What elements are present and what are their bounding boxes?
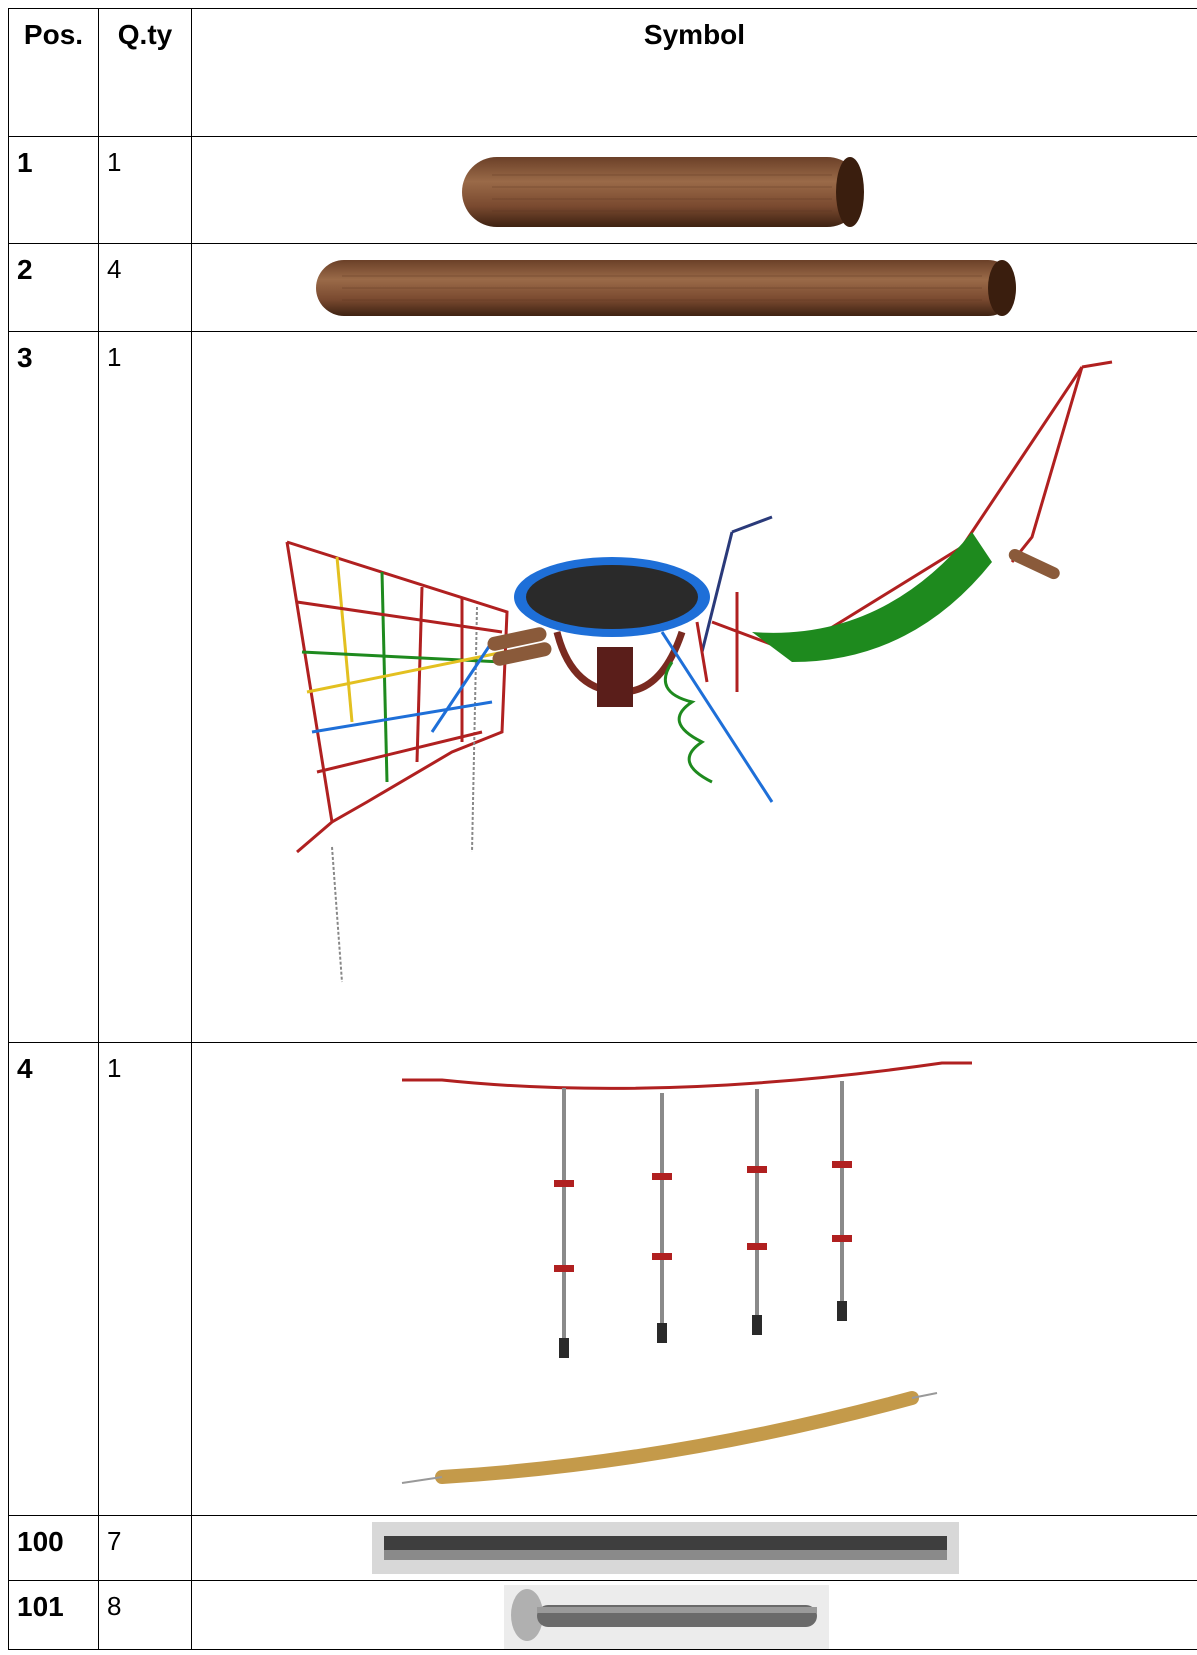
metal-bar-icon [372,1522,959,1574]
header-qty: Q.ty [98,8,192,137]
header-symbol: Symbol [191,8,1197,137]
parts-table: Pos. Q.ty Symbol 1 1 [8,8,1197,1650]
row-symbol [191,1580,1197,1650]
wooden-log-long-icon [316,260,1016,316]
row-pos: 4 [8,1042,99,1516]
row-qty: 7 [98,1515,192,1581]
table-row: 3 1 [8,331,1197,1043]
row-qty: 4 [98,243,192,332]
table-row: 100 7 [8,1515,1197,1581]
wooden-log-short-icon [462,157,864,227]
row-pos: 101 [8,1580,99,1650]
header-pos: Pos. [8,8,99,137]
row-pos: 2 [8,243,99,332]
rope-footholds-and-beam-icon [401,1061,972,1484]
row-pos: 3 [8,331,99,1043]
row-qty: 1 [98,331,192,1043]
table-row: 2 4 [8,243,1197,332]
row-qty: 1 [98,136,192,244]
row-pos: 1 [8,136,99,244]
row-pos: 100 [8,1515,99,1581]
row-symbol [191,1042,1197,1516]
trampoline-net-assembly-icon [285,360,1113,983]
table-row: 1 1 [8,136,1197,244]
row-symbol [191,136,1197,244]
header-row: Pos. Q.ty Symbol [8,8,1197,137]
table-row: 101 8 [8,1580,1197,1650]
row-symbol [191,243,1197,332]
row-qty: 1 [98,1042,192,1516]
table-row: 4 1 [8,1042,1197,1516]
row-symbol [191,331,1197,1043]
anchor-bolt-icon [504,1585,829,1649]
row-qty: 8 [98,1580,192,1650]
row-symbol [191,1515,1197,1581]
